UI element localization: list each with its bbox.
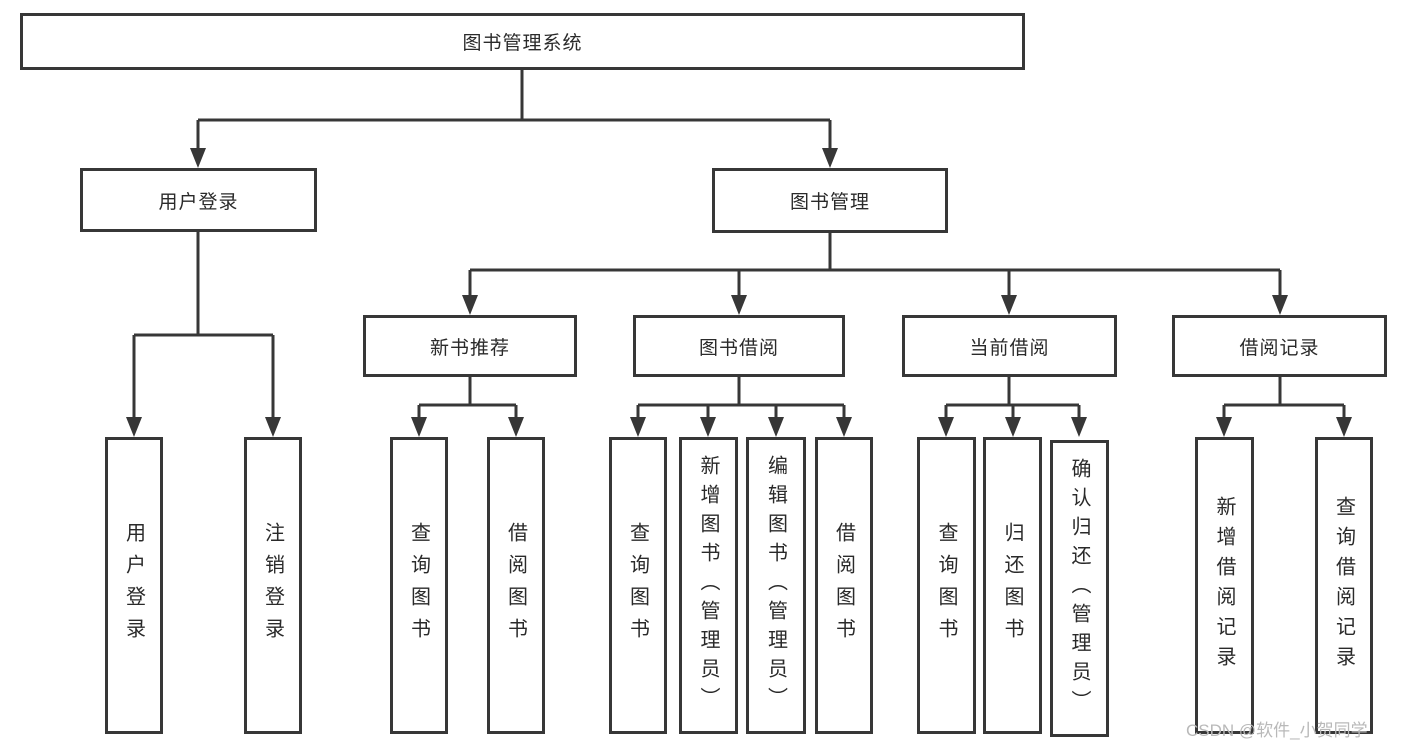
leaf-return-books: 归还图书 xyxy=(983,437,1042,734)
node-borrow-records: 借阅记录 xyxy=(1172,315,1387,377)
leaf-borrow-books-label: 借阅图书 xyxy=(832,521,855,650)
node-current-borrowing-label: 当前借阅 xyxy=(969,337,1050,359)
leaf-confirm-return-admin: 确认归还（管理员） xyxy=(1050,440,1109,737)
leaf-add-borrow-record: 新增借阅记录 xyxy=(1195,437,1254,734)
node-library-system: 图书管理系统 xyxy=(20,13,1025,70)
node-user-login-label: 用户登录 xyxy=(158,191,239,213)
leaf-return-books-label: 归还图书 xyxy=(1001,521,1023,650)
leaf-query-borrow-record: 查询借阅记录 xyxy=(1315,437,1373,734)
leaf-add-books-admin: 新增图书（管理员） xyxy=(679,437,738,734)
leaf-current-query-books-label: 查询图书 xyxy=(935,521,957,650)
leaf-add-books-admin-label: 新增图书（管理员） xyxy=(697,455,719,716)
node-current-borrowing: 当前借阅 xyxy=(902,315,1117,377)
node-library-system-label: 图书管理系统 xyxy=(462,33,583,54)
leaf-recommend-query-books-label: 查询图书 xyxy=(407,521,430,650)
leaf-borrow-books: 借阅图书 xyxy=(815,437,873,734)
node-user-login: 用户登录 xyxy=(80,168,317,232)
leaf-recommend-borrow-books: 借阅图书 xyxy=(487,437,545,734)
leaf-confirm-return-admin-label: 确认归还（管理员） xyxy=(1068,458,1090,719)
leaf-borrowing-query-books: 查询图书 xyxy=(609,437,667,734)
leaf-borrowing-query-books-label: 查询图书 xyxy=(626,521,649,650)
leaf-edit-books-admin: 编辑图书（管理员） xyxy=(746,437,806,734)
leaf-user-login-label: 用户登录 xyxy=(122,521,145,650)
node-book-management-label: 图书管理 xyxy=(789,192,870,213)
leaf-edit-books-admin-label: 编辑图书（管理员） xyxy=(764,455,787,716)
node-book-borrowing-label: 图书借阅 xyxy=(698,337,779,359)
leaf-logout-label: 注销登录 xyxy=(261,521,284,650)
leaf-add-borrow-record-label: 新增借阅记录 xyxy=(1213,495,1235,676)
leaf-user-login: 用户登录 xyxy=(105,437,163,734)
node-new-book-recommend: 新书推荐 xyxy=(363,315,577,377)
node-borrow-records-label: 借阅记录 xyxy=(1239,337,1320,359)
csdn-watermark: CSDN @软件_小贺同学 xyxy=(1186,721,1368,740)
node-book-management: 图书管理 xyxy=(712,168,948,233)
node-new-book-recommend-label: 新书推荐 xyxy=(429,337,510,359)
node-book-borrowing: 图书借阅 xyxy=(633,315,845,377)
leaf-recommend-borrow-books-label: 借阅图书 xyxy=(504,521,527,650)
leaf-recommend-query-books: 查询图书 xyxy=(390,437,448,734)
leaf-query-borrow-record-label: 查询借阅记录 xyxy=(1332,495,1355,676)
leaf-logout: 注销登录 xyxy=(244,437,302,734)
leaf-current-query-books: 查询图书 xyxy=(917,437,976,734)
